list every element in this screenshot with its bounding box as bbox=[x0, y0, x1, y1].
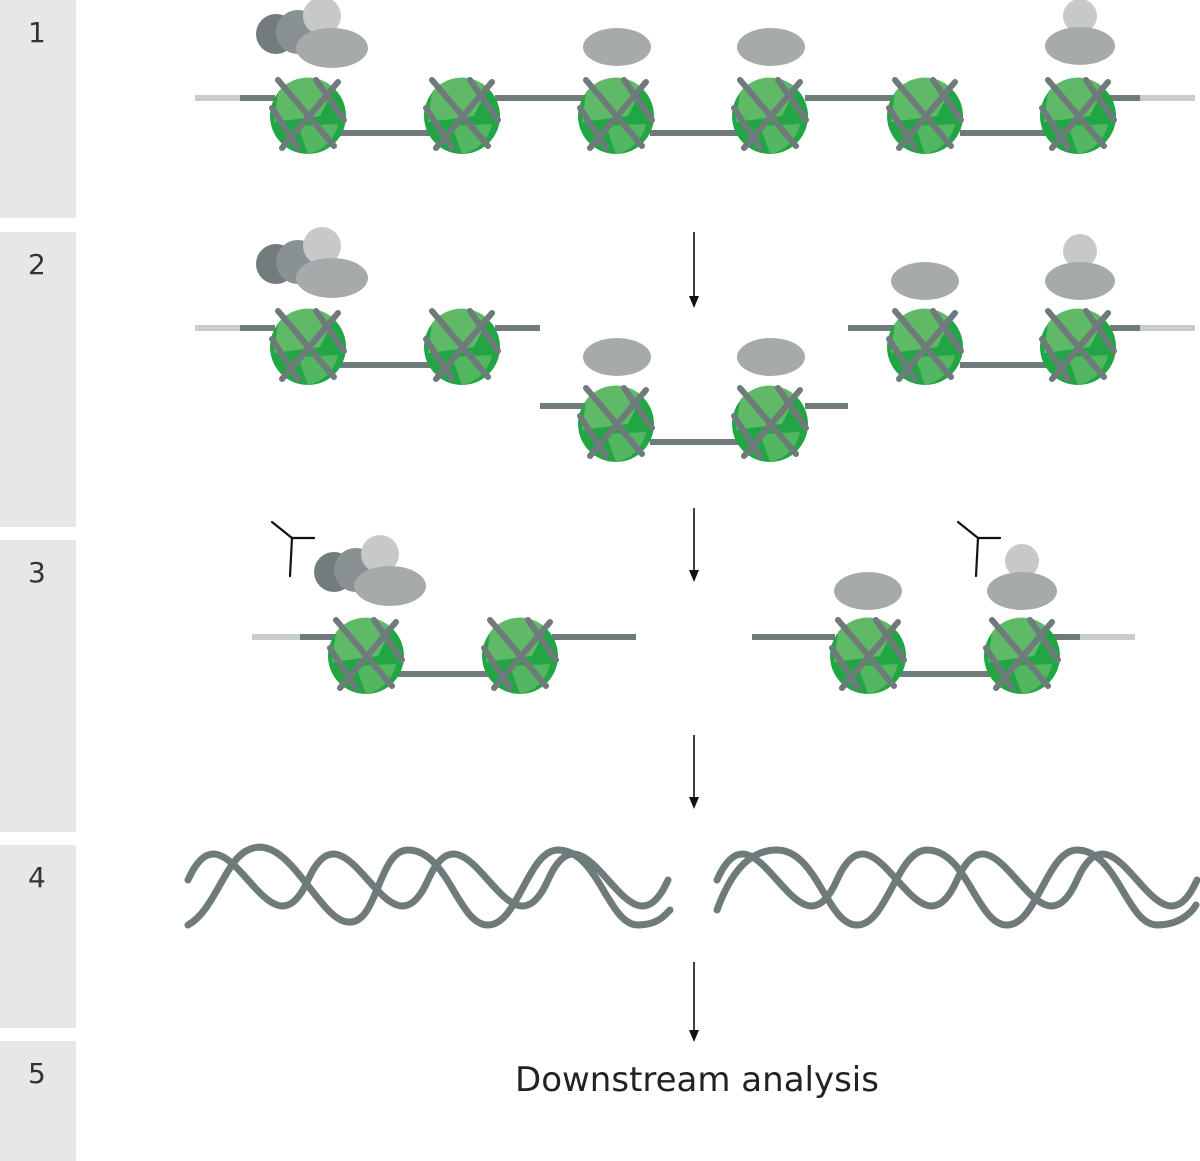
nucleosome bbox=[424, 78, 500, 154]
downstream-analysis-label: Downstream analysis bbox=[515, 1060, 879, 1100]
step-number-1: 1 bbox=[28, 16, 46, 49]
step-3-immunoprecipitation bbox=[252, 520, 1135, 694]
binding-protein-with-cofactor bbox=[1045, 0, 1115, 65]
step-panel-4 bbox=[0, 845, 76, 1028]
binding-protein bbox=[583, 338, 651, 376]
arrow-down-icon bbox=[689, 735, 699, 809]
nucleosome bbox=[984, 618, 1060, 694]
nucleosome bbox=[732, 386, 808, 462]
step-panel-3 bbox=[0, 540, 76, 832]
dna-double-helix bbox=[713, 846, 1200, 929]
step-panels bbox=[0, 0, 76, 1161]
arrow-down-icon bbox=[689, 962, 699, 1042]
arrow-down-icon bbox=[689, 232, 699, 308]
binding-protein bbox=[891, 262, 959, 300]
step-number-3: 3 bbox=[28, 556, 46, 589]
nucleosome bbox=[424, 309, 500, 385]
nucleosome bbox=[1040, 78, 1116, 154]
nucleosome bbox=[887, 309, 963, 385]
nucleosome bbox=[270, 309, 346, 385]
binding-protein-with-cofactor bbox=[987, 544, 1057, 610]
nucleosome bbox=[578, 386, 654, 462]
nucleosome bbox=[328, 618, 404, 694]
arrow-down-icon bbox=[689, 508, 699, 582]
protein-complex bbox=[256, 0, 368, 68]
nucleosome bbox=[482, 618, 558, 694]
chromatin-fragment bbox=[752, 520, 1135, 694]
nucleosome bbox=[732, 78, 808, 154]
dna-double-helix bbox=[184, 843, 674, 929]
chromatin-fragment bbox=[540, 338, 848, 462]
step-panel-1 bbox=[0, 0, 76, 218]
binding-protein bbox=[737, 28, 805, 66]
chromatin-fragment bbox=[252, 520, 636, 694]
nucleosome bbox=[1040, 309, 1116, 385]
chromatin-fragment bbox=[848, 234, 1195, 385]
nucleosome bbox=[887, 78, 963, 154]
step-4-purified-dna bbox=[184, 843, 1200, 929]
nucleosome bbox=[830, 618, 906, 694]
step-2-fragments bbox=[195, 227, 1195, 462]
nucleosome bbox=[578, 78, 654, 154]
nucleosome bbox=[270, 78, 346, 154]
antibody-icon bbox=[956, 520, 1002, 578]
protein-complex bbox=[314, 535, 426, 606]
antibody-icon bbox=[270, 520, 316, 578]
binding-protein bbox=[834, 572, 902, 610]
step-1-chromatin bbox=[195, 0, 1195, 154]
step-panel-2 bbox=[0, 232, 76, 527]
binding-protein bbox=[737, 338, 805, 376]
step-number-4: 4 bbox=[28, 861, 46, 894]
dna-linker bbox=[195, 95, 1195, 136]
step-number-2: 2 bbox=[28, 248, 46, 281]
binding-protein bbox=[583, 28, 651, 66]
step-panel-5 bbox=[0, 1041, 76, 1161]
protein-complex bbox=[256, 227, 368, 298]
chromatin-fragment bbox=[195, 227, 540, 385]
step-number-5: 5 bbox=[28, 1057, 46, 1090]
binding-protein-with-cofactor bbox=[1045, 234, 1115, 300]
